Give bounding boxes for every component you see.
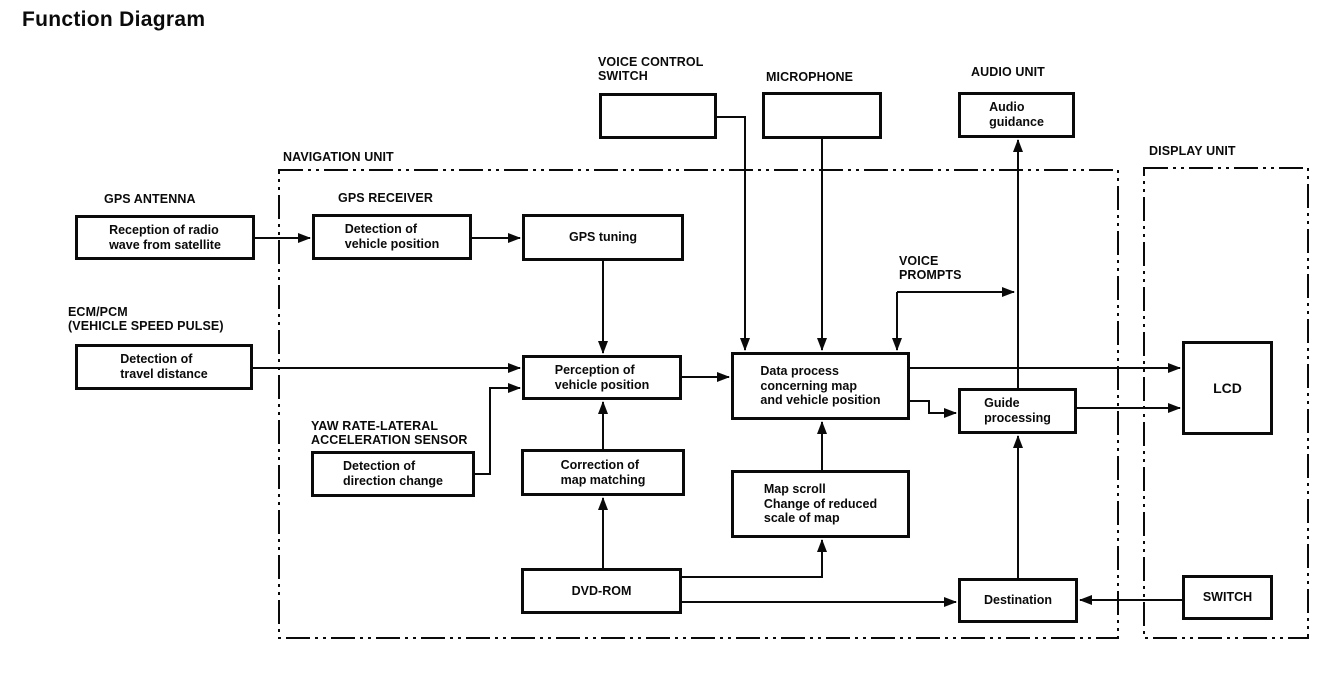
travel-distance-text: Detection of travel distance: [120, 352, 208, 381]
switch-text: SWITCH: [1202, 590, 1253, 605]
gps-antenna-box: Reception of radio wave from satellite: [75, 215, 255, 260]
data-process-box: Data process concerning map and vehicle …: [731, 352, 910, 420]
lcd-text: LCD: [1213, 379, 1242, 396]
display-unit-boundary: [1143, 167, 1309, 639]
gps-antenna-label: GPS ANTENNA: [104, 192, 196, 206]
guide-processing-box: Guide processing: [958, 388, 1077, 434]
gps-receiver-label: GPS RECEIVER: [338, 191, 433, 205]
switch-box: SWITCH: [1182, 575, 1273, 620]
audio-guidance-text: Audio guidance: [989, 100, 1044, 129]
dvd-rom-box: DVD-ROM: [521, 568, 682, 614]
voice-prompts-label: VOICE PROMPTS: [899, 254, 962, 282]
edge-data-process-to-guide-processing: [910, 400, 957, 418]
destination-box: Destination: [958, 578, 1078, 623]
direction-change-box: Detection of direction change: [311, 451, 475, 497]
ecm-pcm-label: ECM/PCM (VEHICLE SPEED PULSE): [68, 305, 224, 333]
travel-distance-box: Detection of travel distance: [75, 344, 253, 390]
audio-guidance-box: Audio guidance: [958, 92, 1075, 138]
voice-control-switch-label: VOICE CONTROL SWITCH: [598, 55, 704, 83]
guide-processing-text: Guide processing: [984, 396, 1051, 425]
edge-voice-control-switch-to-data-process: [717, 116, 750, 351]
gps-antenna-text: Reception of radio wave from satellite: [109, 222, 221, 252]
display-unit-label: DISPLAY UNIT: [1149, 144, 1236, 158]
perception-box: Perception of vehicle position: [522, 355, 682, 400]
gps-receiver-text: Detection of vehicle position: [344, 222, 440, 251]
gps-tuning-text: GPS tuning: [568, 230, 638, 245]
perception-text: Perception of vehicle position: [554, 362, 650, 392]
map-scroll-text: Map scroll Change of reduced scale of ma…: [763, 481, 878, 526]
destination-text: Destination: [983, 593, 1053, 608]
yaw-sensor-label: YAW RATE-LATERAL ACCELERATION SENSOR: [311, 419, 468, 447]
data-process-text: Data process concerning map and vehicle …: [760, 363, 881, 408]
edge-direction-change-to-perception: [475, 383, 521, 475]
edge-dvd-rom-to-map-scroll: [682, 539, 827, 578]
navigation-unit-boundary: [278, 169, 1119, 639]
page-title: Function Diagram: [22, 8, 206, 31]
map-scroll-box: Map scroll Change of reduced scale of ma…: [731, 470, 910, 538]
microphone-label: MICROPHONE: [766, 70, 854, 84]
lcd-box: LCD: [1182, 341, 1273, 435]
audio-unit-label: AUDIO UNIT: [971, 65, 1045, 79]
correction-text: Correction of map matching: [560, 457, 646, 487]
voice-control-switch-box: [599, 93, 717, 139]
microphone-box: [762, 92, 882, 139]
correction-box: Correction of map matching: [521, 449, 685, 496]
gps-receiver-box: Detection of vehicle position: [312, 214, 472, 260]
gps-tuning-box: GPS tuning: [522, 214, 684, 261]
direction-change-text: Detection of direction change: [342, 459, 444, 488]
navigation-unit-label: NAVIGATION UNIT: [283, 150, 394, 164]
dvd-rom-text: DVD-ROM: [571, 583, 632, 598]
